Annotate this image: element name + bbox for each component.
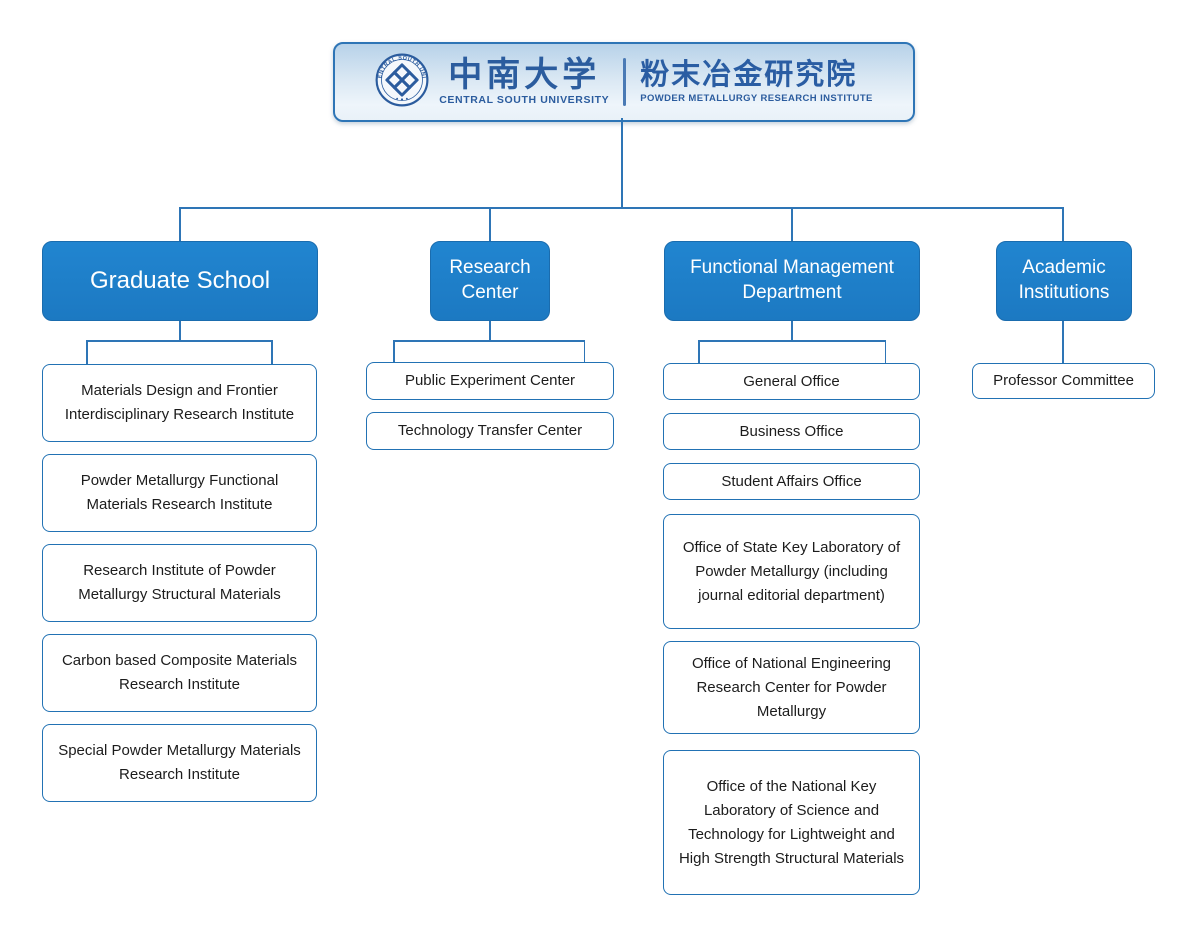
university-name-en: CENTRAL SOUTH UNIVERSITY [439, 94, 610, 107]
branch-box-academic-institutions: Academic Institutions [996, 241, 1132, 321]
institute-name-cn: 粉末冶金研究院 [640, 58, 858, 91]
university-brand: CENTRAL SOUTH UNIV 中南大学 CENTRAL SOUTH UN… [373, 49, 610, 112]
university-name-cn: 中南大学 [448, 55, 601, 96]
connector-rc-bracket [393, 340, 585, 342]
connector-gs-bracket [86, 340, 273, 342]
branch-box-graduate-school: Graduate School [42, 241, 318, 321]
connector-rc-leg-left [393, 340, 395, 362]
org-node-pm-structural-materials: Research Institute of Powder Metallurgy … [42, 544, 317, 622]
org-node-public-experiment-center: Public Experiment Center [366, 362, 614, 400]
org-node-carbon-composite: Carbon based Composite Materials Researc… [42, 634, 317, 712]
branch-box-functional-management-department: Functional Management Department [664, 241, 920, 321]
org-node-business-office: Business Office [663, 413, 920, 450]
connector-drop-academic-institutions [1062, 207, 1064, 241]
connector-ai-stem [1062, 321, 1064, 363]
connector-drop-research-center [489, 207, 491, 241]
org-node-professor-committee: Professor Committee [972, 363, 1155, 399]
org-node-pm-functional-materials: Powder Metallurgy Functional Materials R… [42, 454, 317, 532]
connector-rc-leg-right [583, 340, 585, 362]
org-node-general-office: General Office [663, 363, 920, 400]
org-node-national-engineering-center-office: Office of National Engineering Research … [663, 641, 920, 734]
connector-gs-leg-left [86, 340, 88, 364]
org-node-special-pm-materials: Special Powder Metallurgy Materials Rese… [42, 724, 317, 802]
connector-trunk-vertical [621, 118, 623, 207]
connector-trunk-horizontal [179, 207, 1064, 209]
org-node-national-key-lab-lightweight-office: Office of the National Key Laboratory of… [663, 750, 920, 895]
connector-fm-stem [791, 321, 793, 340]
connector-drop-graduate-school [179, 207, 181, 241]
university-seal-icon: CENTRAL SOUTH UNIV [373, 49, 429, 112]
org-node-technology-transfer-center: Technology Transfer Center [366, 412, 614, 450]
institute-header-banner: CENTRAL SOUTH UNIV 中南大学 CENTRAL SOUTH UN… [333, 42, 915, 122]
org-node-materials-design-frontier: Materials Design and Frontier Interdisci… [42, 364, 317, 442]
connector-gs-leg-right [271, 340, 273, 364]
header-divider [623, 58, 627, 106]
connector-drop-functional-management [791, 207, 793, 241]
connector-rc-stem [489, 321, 491, 340]
connector-fm-bracket [698, 340, 886, 342]
connector-gs-stem [179, 321, 181, 340]
branch-box-research-center: Research Center [430, 241, 550, 321]
institute-name-en: POWDER METALLURGY RESEARCH INSTITUTE [640, 92, 873, 104]
org-node-state-key-lab-office: Office of State Key Laboratory of Powder… [663, 514, 920, 629]
connector-fm-leg-left [698, 340, 700, 363]
org-node-student-affairs-office: Student Affairs Office [663, 463, 920, 500]
connector-fm-leg-right [884, 340, 886, 363]
